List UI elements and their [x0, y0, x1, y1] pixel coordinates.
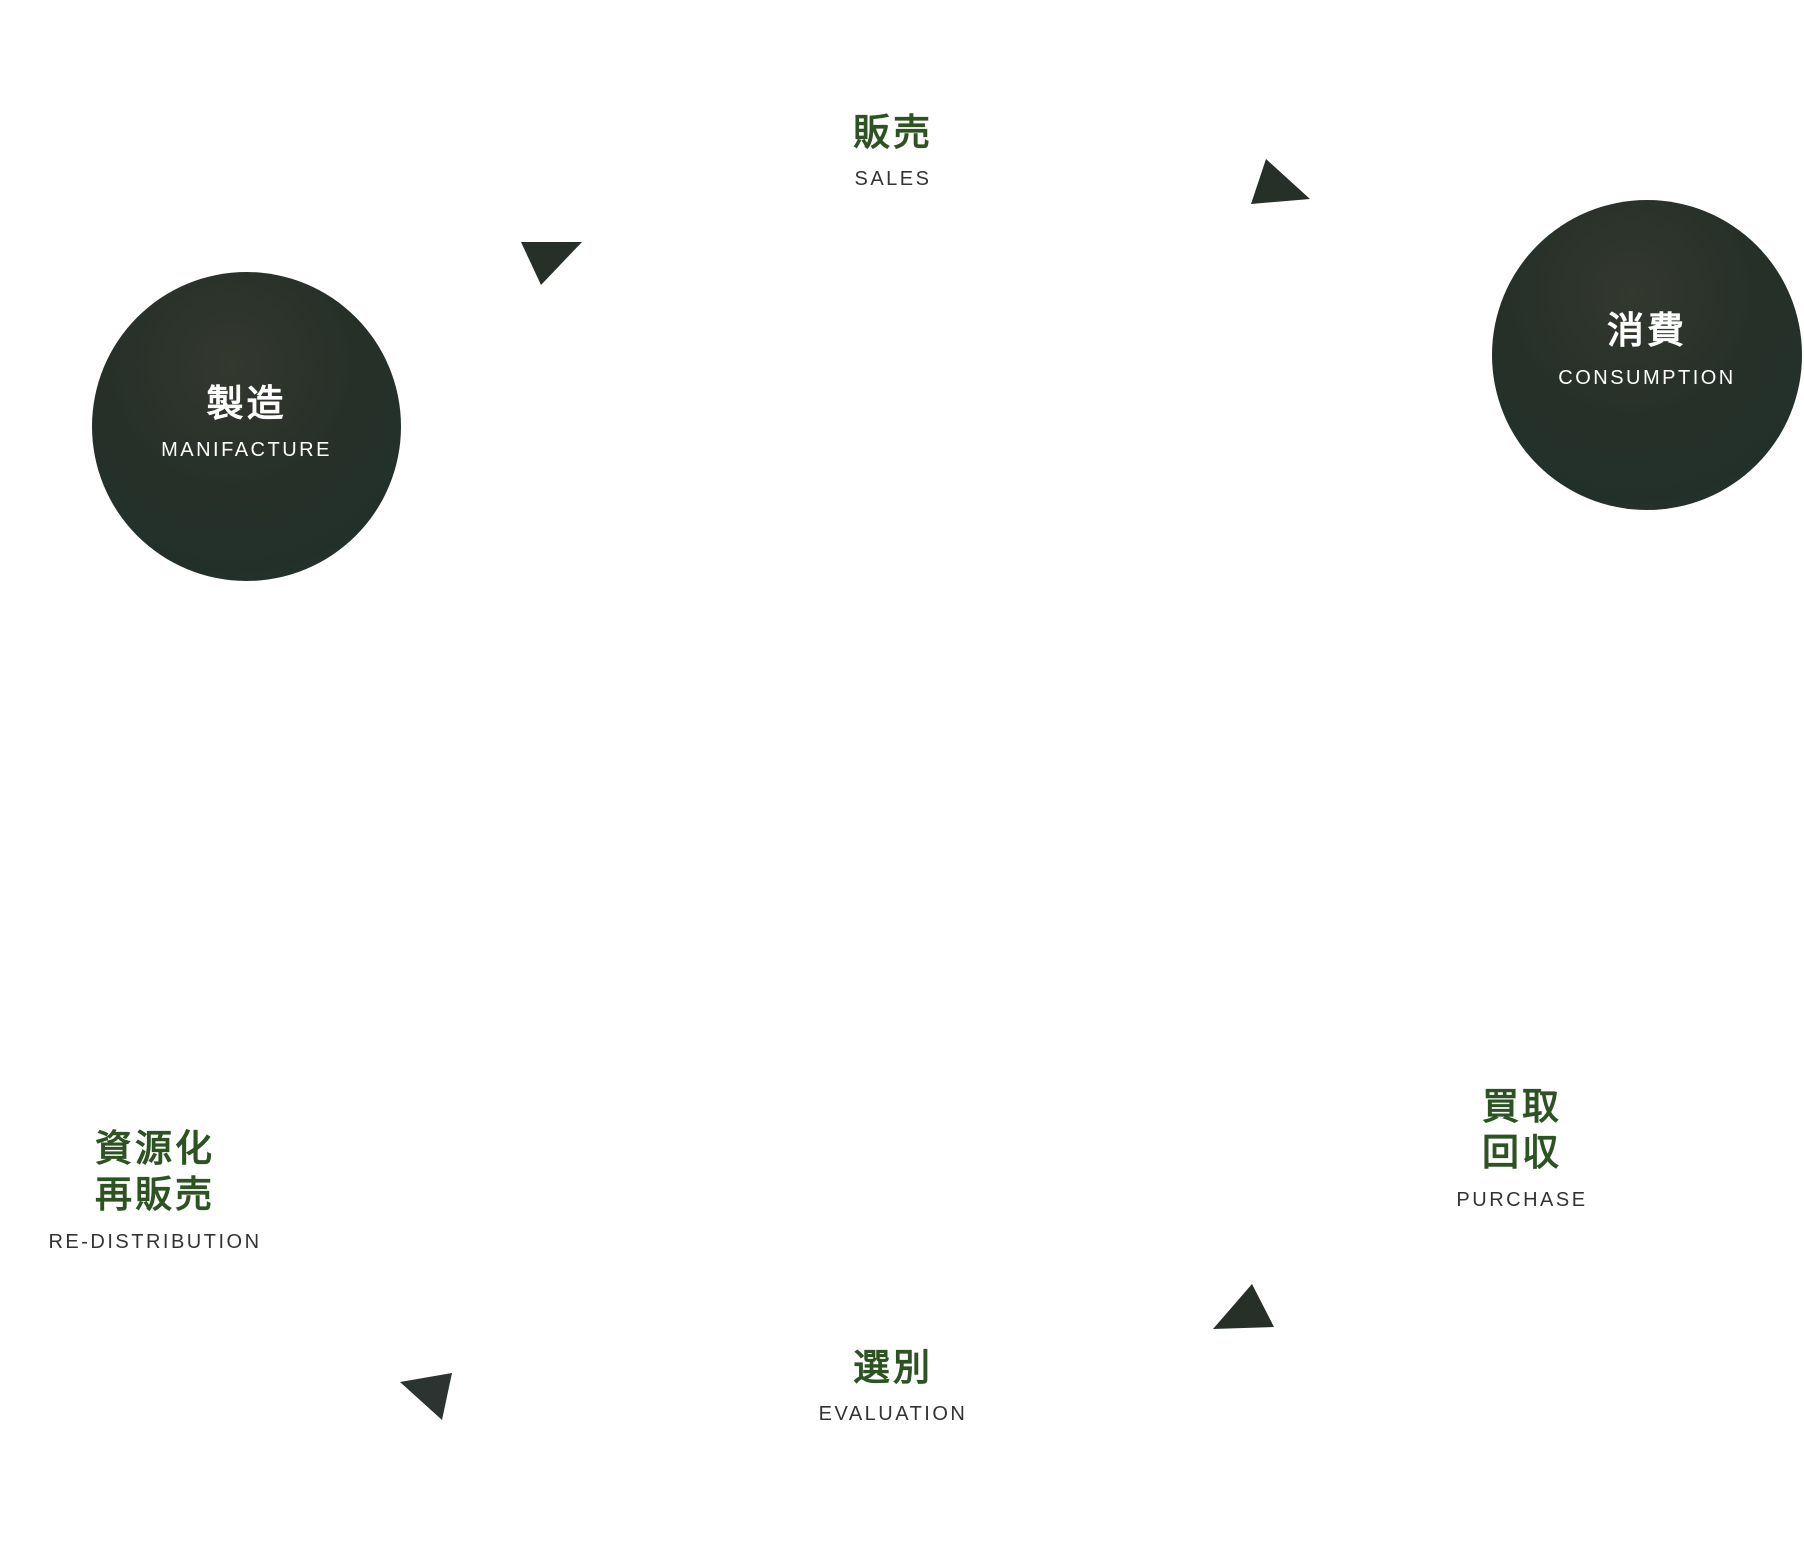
node-title-line2: 回収	[1481, 1132, 1562, 1174]
node-consumption: 消費 CONSUMPTION	[1492, 200, 1802, 510]
arrow-icon	[1251, 159, 1310, 204]
node-purchase: 買取 回収 PURCHASE	[1456, 1084, 1587, 1212]
node-title: 選別	[852, 1347, 933, 1388]
node-subtitle: RE-DISTRIBUTION	[48, 1230, 262, 1253]
arrow-icon	[521, 242, 582, 285]
node-subtitle: PURCHASE	[1456, 1188, 1588, 1211]
node-sales: 販売 SALES	[853, 110, 933, 191]
node-redistribution: 資源化 再販売 RE-DISTRIBUTION	[48, 1126, 261, 1254]
node-subtitle: EVALUATION	[818, 1403, 968, 1426]
node-title: 消費	[1607, 310, 1687, 352]
node-title-line1: 資源化	[95, 1128, 215, 1169]
node-title-line1: 買取	[1481, 1086, 1562, 1127]
arrow-icon	[400, 1373, 452, 1420]
node-subtitle: SALES	[854, 168, 932, 191]
node-subtitle: CONSUMPTION	[1558, 366, 1736, 389]
node-evaluation: 選別 EVALUATION	[819, 1345, 968, 1426]
node-manufacture: 製造 MANIFACTURE	[92, 272, 401, 581]
node-title-line2: 再販売	[95, 1174, 215, 1216]
node-title: 製造	[206, 382, 287, 424]
node-subtitle: MANIFACTURE	[161, 439, 332, 462]
node-title: 販売	[853, 112, 933, 153]
arrow-icon	[1213, 1284, 1274, 1329]
